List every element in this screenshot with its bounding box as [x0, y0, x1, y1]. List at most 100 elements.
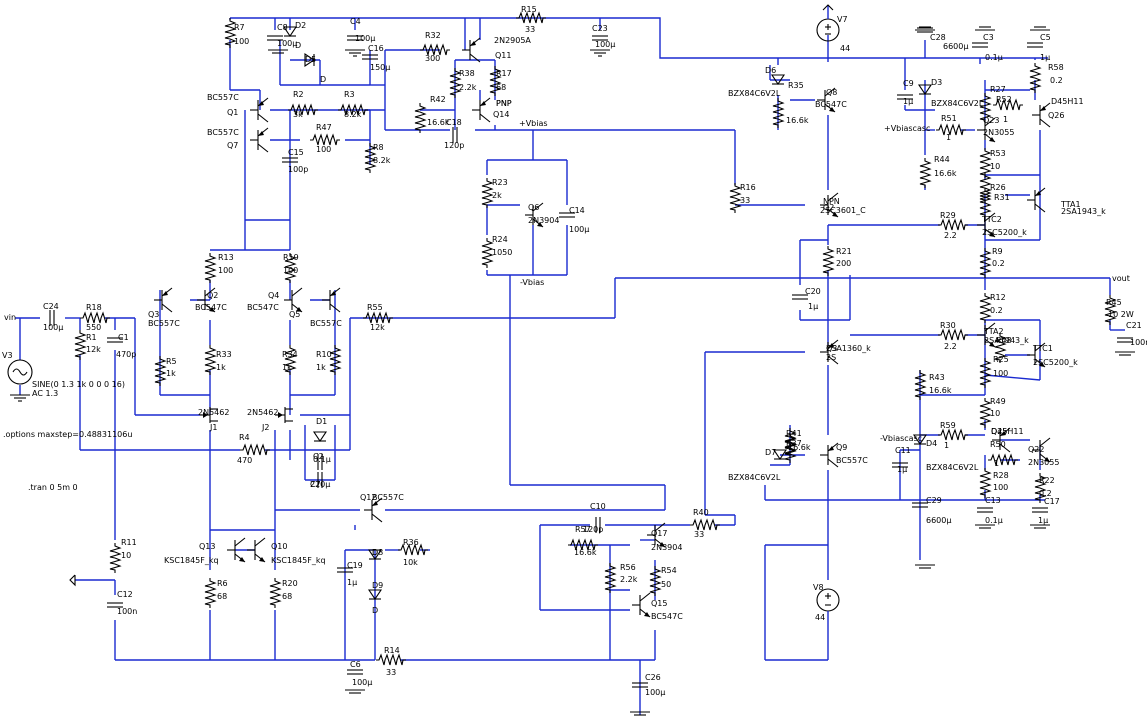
d4-symbol[interactable] [912, 434, 928, 445]
r23-symbol[interactable] [481, 178, 494, 208]
r15-symbol[interactable] [516, 11, 546, 24]
q13-symbol[interactable] [227, 537, 246, 563]
d9-symbol[interactable] [367, 589, 383, 600]
q2b-symbol[interactable] [197, 287, 216, 313]
r49-symbol[interactable] [979, 398, 992, 428]
spice-tran[interactable]: .tran 0 5m 0 [28, 483, 78, 492]
q15-symbol[interactable] [632, 592, 651, 618]
r27-symbol[interactable] [979, 93, 992, 123]
r16-symbol[interactable] [729, 183, 742, 213]
r44-symbol[interactable] [919, 158, 932, 188]
c17-symbol[interactable] [1032, 507, 1048, 513]
c5-symbol[interactable] [1027, 42, 1043, 48]
c28-symbol[interactable] [917, 27, 933, 33]
q14-symbol[interactable] [472, 97, 491, 123]
r12-symbol[interactable] [979, 293, 992, 323]
q22-symbol[interactable] [1032, 437, 1051, 463]
c11-symbol[interactable] [892, 462, 908, 468]
r10-symbol[interactable] [329, 345, 342, 375]
r4-symbol[interactable] [240, 443, 270, 456]
r11-symbol[interactable] [109, 543, 122, 573]
r30-symbol[interactable] [938, 328, 968, 341]
spice-options[interactable]: .options maxstep=0.48831106u [3, 430, 132, 439]
r59-symbol[interactable] [938, 428, 968, 441]
q25-symbol[interactable] [992, 427, 1011, 453]
d1-symbol[interactable] [312, 431, 328, 442]
r45-symbol[interactable] [1104, 295, 1117, 325]
d2-symbol[interactable] [282, 26, 298, 37]
c3-symbol[interactable] [972, 42, 988, 48]
r2-symbol[interactable] [288, 103, 318, 116]
r8-symbol[interactable] [364, 143, 377, 173]
d5-symbol[interactable] [304, 52, 315, 68]
r17-symbol[interactable] [489, 66, 502, 96]
voltage-source-v8[interactable] [816, 588, 840, 615]
r7-symbol[interactable] [224, 18, 237, 48]
r35-symbol[interactable] [772, 98, 785, 128]
c16-symbol[interactable] [362, 54, 378, 60]
c26-symbol[interactable] [632, 682, 648, 688]
r24-symbol[interactable] [481, 238, 494, 268]
r18-symbol[interactable] [80, 311, 110, 324]
q5-symbol[interactable] [322, 287, 341, 313]
c6-symbol[interactable] [347, 669, 363, 675]
r33-symbol[interactable] [204, 345, 217, 375]
c10-symbol[interactable] [595, 517, 601, 533]
c14-symbol[interactable] [559, 212, 575, 218]
r1-symbol[interactable] [74, 330, 87, 360]
c12-symbol[interactable] [107, 602, 123, 608]
c4-symbol[interactable] [347, 35, 363, 41]
r29-symbol[interactable] [938, 218, 968, 231]
q1-symbol[interactable] [250, 97, 269, 123]
c9-symbol[interactable] [897, 94, 913, 100]
r14-symbol[interactable] [376, 653, 406, 666]
q10-symbol[interactable] [247, 537, 266, 563]
q23-symbol[interactable] [977, 117, 996, 143]
q2-symbol[interactable] [820, 192, 839, 218]
voltage-source-v7[interactable] [816, 4, 840, 42]
c19-symbol[interactable] [337, 567, 353, 573]
c1-symbol[interactable] [107, 337, 123, 343]
ttc1-symbol[interactable] [1027, 342, 1046, 368]
r56-symbol[interactable] [604, 563, 617, 593]
d6-symbol[interactable] [770, 74, 786, 85]
c2-symbol[interactable] [317, 454, 323, 470]
tta1-symbol[interactable] [1027, 187, 1046, 213]
q12-symbol[interactable] [364, 497, 383, 523]
c24-symbol[interactable] [49, 310, 55, 326]
d8-symbol[interactable] [367, 549, 383, 560]
c18-symbol[interactable] [452, 127, 458, 143]
r57-symbol[interactable] [568, 538, 598, 551]
c23-symbol[interactable] [592, 35, 608, 41]
r55-symbol[interactable] [363, 311, 393, 324]
c20-symbol[interactable] [792, 294, 808, 300]
r25-symbol[interactable] [979, 358, 992, 388]
r51-symbol[interactable] [936, 123, 966, 136]
r50-symbol[interactable] [988, 453, 1018, 466]
c13-symbol[interactable] [977, 507, 993, 513]
r38-symbol[interactable] [449, 68, 462, 98]
r42-symbol[interactable] [414, 103, 427, 133]
q4-symbol[interactable] [284, 287, 303, 313]
r36-symbol[interactable] [398, 543, 428, 556]
q26-symbol[interactable] [1032, 102, 1051, 128]
q3-symbol[interactable] [154, 287, 173, 313]
q17-symbol[interactable] [647, 522, 666, 548]
q8-symbol[interactable] [817, 87, 836, 113]
r13-symbol[interactable] [204, 253, 217, 283]
r54-symbol[interactable] [649, 566, 662, 596]
r22-symbol[interactable] [1034, 473, 1047, 503]
voltage-source-v3[interactable] [7, 359, 33, 385]
r19-symbol[interactable] [284, 253, 297, 283]
q6-symbol[interactable] [525, 202, 544, 228]
r37-symbol[interactable] [784, 433, 797, 463]
r41-symbol[interactable] [784, 428, 797, 458]
q3b-symbol[interactable] [820, 339, 839, 365]
ttc2-symbol[interactable] [977, 212, 996, 238]
spice-directives[interactable]: .options maxstep=0.48831106u .tran 0 5m … [3, 430, 132, 492]
r21-symbol[interactable] [822, 246, 835, 276]
r28-symbol[interactable] [979, 468, 992, 498]
c29-symbol[interactable] [912, 502, 928, 508]
c21-symbol[interactable] [1117, 337, 1133, 343]
